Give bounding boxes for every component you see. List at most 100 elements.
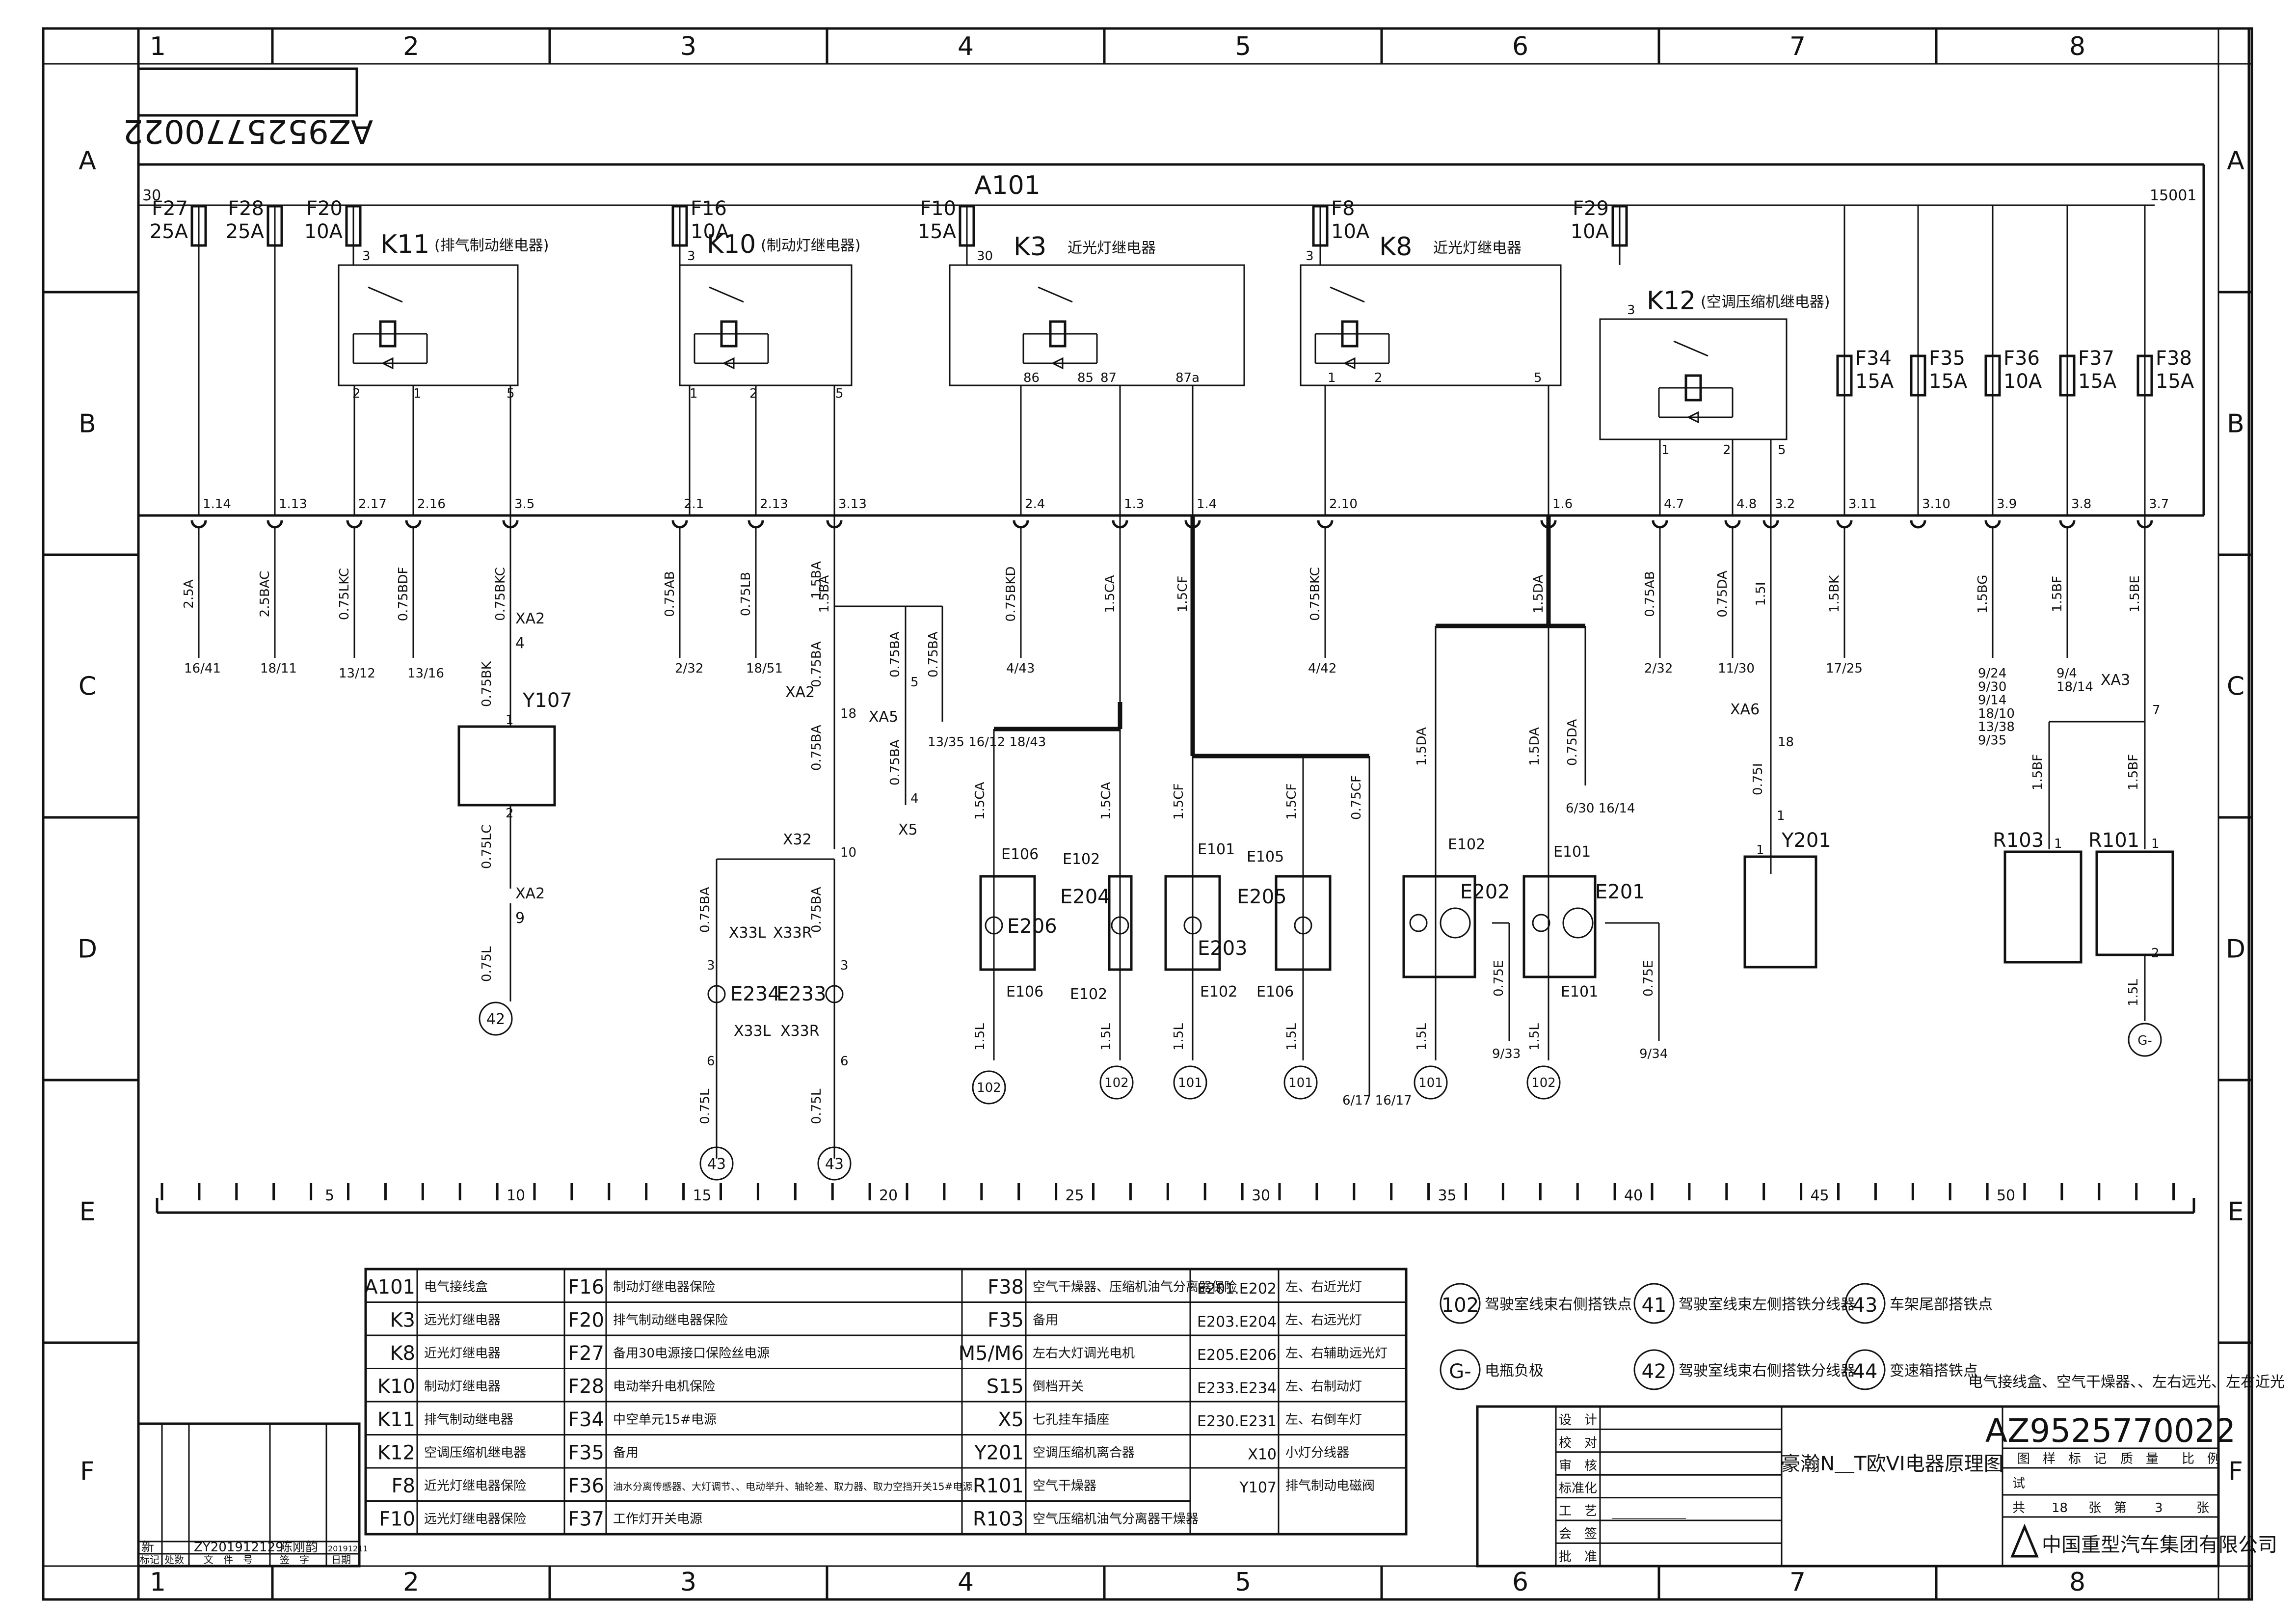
r101-box (2095, 850, 2174, 956)
ground-102-c (1526, 1065, 1561, 1100)
y201-pin1b: 1 (1756, 843, 1764, 858)
rev-doc: ZY201912129 (194, 1540, 284, 1555)
xa6-label: XA6 (1730, 701, 1760, 718)
legend-code: F10 (379, 1508, 415, 1531)
wire-label: 0.75AB (663, 571, 677, 617)
fuse-body-icon (1984, 354, 2001, 397)
terminal-connector-icon (1984, 520, 2001, 529)
terminal-connector-icon (748, 520, 764, 529)
sign-row-label: 工 艺 (1559, 1504, 1597, 1519)
fuse-body-icon (267, 205, 283, 247)
fuse-rating: 10A (1571, 220, 1609, 243)
wire-15l-d: 1.5L (1284, 1023, 1299, 1051)
terminal-label: 2.10 (1329, 497, 1358, 512)
wire-075ba-5: 0.75BA (809, 725, 824, 771)
lamp-box-e206 (979, 875, 1036, 971)
legend-code: S15 (987, 1376, 1024, 1398)
legend-desc: 左、右倒车灯 (1285, 1412, 1362, 1427)
column-label-top: 5 (1235, 32, 1251, 61)
ruler-label: 5 (325, 1187, 334, 1204)
wire-15ca-b: 1.5CA (1099, 782, 1114, 820)
connector-a101: A101 (974, 171, 1041, 200)
fuse-body-icon (190, 205, 207, 247)
wire-075l-2: 0.75L (698, 1088, 713, 1124)
relay-k10: K10 (制动灯继电器) (679, 230, 860, 386)
legend-desc: 排气制动电磁阀 (1285, 1479, 1375, 1493)
e234-label: E234 (730, 983, 780, 1005)
legend-desc: 电气接线盒 (424, 1280, 488, 1295)
legend-desc: 备用 (1033, 1313, 1058, 1328)
bus-left-label: 30 (142, 187, 161, 204)
r103-label: R103 (1993, 829, 2044, 852)
legend-code: M5/M6 (959, 1342, 1024, 1365)
xa2-pin18: 18 (840, 706, 856, 721)
row-label-left: D (78, 935, 97, 964)
relay-name: (空调压缩机继电器) (1701, 294, 1830, 311)
terminal-label: 1.14 (203, 497, 231, 512)
column-label-bottom: 4 (958, 1568, 974, 1597)
legend-code: E230.E231 (1197, 1413, 1277, 1430)
sign-row-label: 会 签 (1559, 1527, 1597, 1542)
relay-pin: 3 (1627, 303, 1635, 318)
ground-text: 电瓶负极 (1485, 1362, 1544, 1380)
terminal-label: 3.13 (838, 497, 867, 512)
row-label-right: C (2227, 672, 2244, 702)
legend-code: R101 (973, 1475, 1024, 1497)
ground-point-icon (1440, 1349, 1481, 1390)
fuse-id: F8 (1331, 197, 1355, 220)
ground-text: 变速箱搭铁点 (1890, 1362, 1978, 1380)
xa3-pin7: 7 (2152, 703, 2161, 718)
wire-075l-3: 0.75L (809, 1088, 824, 1124)
relay-pin: 3 (362, 249, 371, 264)
legend-code: F16 (568, 1276, 604, 1299)
ground-101-c (1414, 1065, 1448, 1100)
wire-label: 0.75DA (1715, 570, 1730, 617)
y201-label: Y201 (1781, 829, 1831, 852)
r101-pin1: 1 (2151, 837, 2160, 851)
lamp-e202-icon (1409, 914, 1428, 932)
x33r-pin6: 6 (840, 1054, 849, 1069)
terminal-connector-icon (1836, 520, 1853, 529)
ground-num: 42 (1642, 1360, 1667, 1383)
relay-id: K12 (1647, 286, 1696, 316)
relay-name: (制动灯继电器) (761, 237, 860, 254)
wire-label: 0.75LB (739, 572, 753, 616)
fuse-body-icon (2136, 354, 2153, 397)
terminal-label: 1.13 (279, 497, 307, 512)
xa5-pin: 5 (910, 675, 919, 690)
fuse-body-icon (2059, 354, 2076, 397)
terminal-connector-icon (2059, 520, 2076, 529)
ruler-label: 40 (1624, 1187, 1643, 1204)
terminal-connector-icon (1652, 520, 1668, 529)
relay-pin: 2 (1723, 443, 1731, 458)
relay-box (1599, 318, 1788, 440)
row-label-left: A (79, 146, 96, 176)
e102-top-b: E102 (1448, 836, 1485, 853)
wire-label: 0.75BDF (396, 567, 411, 622)
terminal-label: 3.10 (1922, 497, 1950, 512)
x33l-pin3: 3 (707, 958, 715, 973)
title-text: 豪瀚N＿T欧VI电器原理图 (1781, 1453, 2003, 1475)
drawing-number-box: AZ9525770022 (123, 67, 373, 150)
motor-m6-icon (1562, 907, 1594, 939)
fuse-id: F29 (1573, 197, 1609, 220)
ruler-label: 45 (1810, 1187, 1829, 1204)
terminal-connector-icon (405, 520, 422, 529)
relay-id: K10 (707, 230, 756, 259)
ground-43-b-label: 43 (825, 1156, 844, 1173)
wire-label: 1.5BA (817, 575, 832, 613)
legend-code: F8 (392, 1475, 415, 1497)
fuse-id: F36 (2003, 347, 2040, 370)
terminal-label: 2.16 (417, 497, 446, 512)
